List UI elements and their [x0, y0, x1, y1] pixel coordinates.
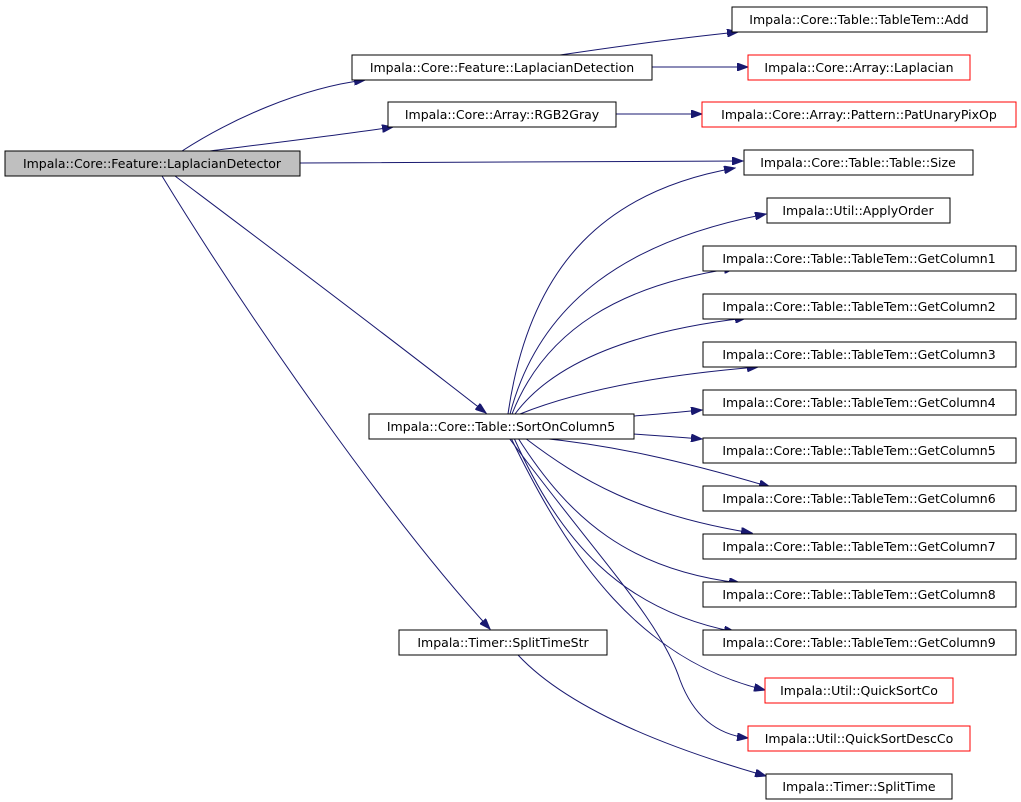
node-pat-unary-pix-op[interactable]: Impala::Core::Array::Pattern::PatUnaryPi… [701, 101, 1017, 128]
node-get-column7[interactable]: Impala::Core::Table::TableTem::GetColumn… [702, 533, 1017, 560]
node-pat-unary-pix-op-label: Impala::Core::Array::Pattern::PatUnaryPi… [721, 107, 997, 122]
node-get-column2[interactable]: Impala::Core::Table::TableTem::GetColumn… [702, 293, 1017, 320]
node-get-column5-box [702, 437, 1017, 464]
node-get-column1-label: Impala::Core::Table::TableTem::GetColumn… [722, 251, 995, 266]
node-sort-on-column5-box [368, 413, 635, 440]
node-quick-sort-co[interactable]: Impala::Util::QuickSortCo [764, 677, 954, 704]
node-table-size[interactable]: Impala::Core::Table::Table::Size [743, 149, 974, 176]
edge-sort-to-getcolumn2 [514, 318, 746, 415]
node-get-column3-label: Impala::Core::Table::TableTem::GetColumn… [722, 347, 995, 362]
node-array-laplacian-box [747, 54, 971, 81]
edge-laplacian-detection-to-add [559, 32, 738, 56]
node-get-column9[interactable]: Impala::Core::Table::TableTem::GetColumn… [702, 629, 1017, 656]
edge-sort-to-getcolumn3 [519, 367, 758, 415]
node-table-tem-add[interactable]: Impala::Core::Table::TableTem::Add [731, 6, 988, 33]
node-get-column2-box [702, 293, 1017, 320]
node-quick-sort-desc-co-box [747, 725, 971, 752]
node-quick-sort-desc-co-label: Impala::Util::QuickSortDescCo [765, 731, 953, 746]
node-get-column4-box [702, 389, 1017, 416]
edge-sort-to-getcolumn5 [633, 433, 702, 439]
node-get-column7-label: Impala::Core::Table::TableTem::GetColumn… [722, 539, 995, 554]
node-split-time-label: Impala::Timer::SplitTime [782, 779, 936, 794]
node-get-column9-box [702, 629, 1017, 656]
edge-sort-to-getcolumn4 [633, 410, 702, 417]
node-get-column5[interactable]: Impala::Core::Table::TableTem::GetColumn… [702, 437, 1017, 464]
node-apply-order-box [766, 197, 951, 224]
node-get-column6-box [702, 485, 1017, 512]
edge-sort-to-getcolumn8 [517, 437, 740, 583]
node-split-time-str[interactable]: Impala::Timer::SplitTimeStr [398, 629, 608, 656]
node-get-column4-label: Impala::Core::Table::TableTem::GetColumn… [722, 395, 995, 410]
node-get-column7-box [702, 533, 1017, 560]
edge-root-to-split-time-str [161, 175, 490, 629]
node-root[interactable]: Impala::Core::Feature::LaplacianDetector [4, 150, 301, 177]
node-get-column8-label: Impala::Core::Table::TableTem::GetColumn… [722, 587, 995, 602]
node-get-column6[interactable]: Impala::Core::Table::TableTem::GetColumn… [702, 485, 1017, 512]
node-root-box [4, 150, 301, 177]
node-laplacian-detection-box [351, 54, 653, 81]
node-laplacian-detection-label: Impala::Core::Feature::LaplacianDetectio… [370, 60, 634, 75]
node-get-column8-box [702, 581, 1017, 608]
node-split-time-str-box [398, 629, 608, 656]
edges [161, 32, 770, 776]
node-get-column5-label: Impala::Core::Table::TableTem::GetColumn… [722, 443, 995, 458]
node-sort-on-column5[interactable]: Impala::Core::Table::SortOnColumn5 [368, 413, 635, 440]
node-get-column3[interactable]: Impala::Core::Table::TableTem::GetColumn… [702, 341, 1017, 368]
node-get-column3-box [702, 341, 1017, 368]
node-table-tem-add-label: Impala::Core::Table::TableTem::Add [749, 12, 968, 27]
edge-sort-to-getcolumn9 [513, 437, 735, 632]
edge-root-to-sort-on-column5 [174, 175, 486, 413]
node-laplacian-detection[interactable]: Impala::Core::Feature::LaplacianDetectio… [351, 54, 653, 81]
node-get-column1[interactable]: Impala::Core::Table::TableTem::GetColumn… [702, 245, 1017, 272]
node-get-column9-label: Impala::Core::Table::TableTem::GetColumn… [722, 635, 995, 650]
edge-root-to-table-size [299, 161, 743, 163]
node-table-size-box [743, 149, 974, 176]
edge-split-time-str-to-split-time [517, 654, 766, 776]
node-get-column4[interactable]: Impala::Core::Table::TableTem::GetColumn… [702, 389, 1017, 416]
edge-root-to-laplacian-detection [181, 80, 365, 152]
node-table-tem-add-box [731, 6, 988, 33]
edge-root-to-rgb2gray [209, 127, 393, 152]
node-quick-sort-co-label: Impala::Util::QuickSortCo [780, 683, 938, 698]
node-split-time-str-label: Impala::Timer::SplitTimeStr [417, 635, 589, 650]
node-quick-sort-co-box [764, 677, 954, 704]
node-get-column8[interactable]: Impala::Core::Table::TableTem::GetColumn… [702, 581, 1017, 608]
node-split-time[interactable]: Impala::Timer::SplitTime [765, 773, 953, 800]
node-get-column2-label: Impala::Core::Table::TableTem::GetColumn… [722, 299, 995, 314]
node-apply-order-label: Impala::Util::ApplyOrder [782, 203, 934, 218]
node-root-label: Impala::Core::Feature::LaplacianDetector [23, 156, 282, 171]
node-rgb2gray-label: Impala::Core::Array::RGB2Gray [405, 107, 600, 122]
edge-sort-to-table-size [507, 168, 735, 415]
edge-sort-to-getcolumn7 [524, 437, 752, 533]
node-sort-on-column5-label: Impala::Core::Table::SortOnColumn5 [387, 419, 615, 434]
node-rgb2gray[interactable]: Impala::Core::Array::RGB2Gray [387, 101, 617, 128]
node-apply-order[interactable]: Impala::Util::ApplyOrder [766, 197, 951, 224]
node-table-size-label: Impala::Core::Table::Table::Size [760, 155, 956, 170]
node-array-laplacian-label: Impala::Core::Array::Laplacian [764, 60, 953, 75]
node-array-laplacian[interactable]: Impala::Core::Array::Laplacian [747, 54, 971, 81]
node-quick-sort-desc-co[interactable]: Impala::Util::QuickSortDescCo [747, 725, 971, 752]
edge-sort-to-quicksortco [510, 437, 765, 690]
edge-sort-to-getcolumn6 [539, 437, 770, 487]
node-pat-unary-pix-op-box [701, 101, 1017, 128]
edge-sort-to-getcolumn1 [511, 268, 735, 415]
edge-sort-to-quicksortdescco [508, 437, 748, 738]
node-get-column6-label: Impala::Core::Table::TableTem::GetColumn… [722, 491, 995, 506]
node-get-column1-box [702, 245, 1017, 272]
nodes: Impala::Core::Feature::LaplacianDetector… [4, 6, 1017, 800]
edge-sort-to-apply-order [509, 214, 766, 415]
node-split-time-box [765, 773, 953, 800]
node-rgb2gray-box [387, 101, 617, 128]
